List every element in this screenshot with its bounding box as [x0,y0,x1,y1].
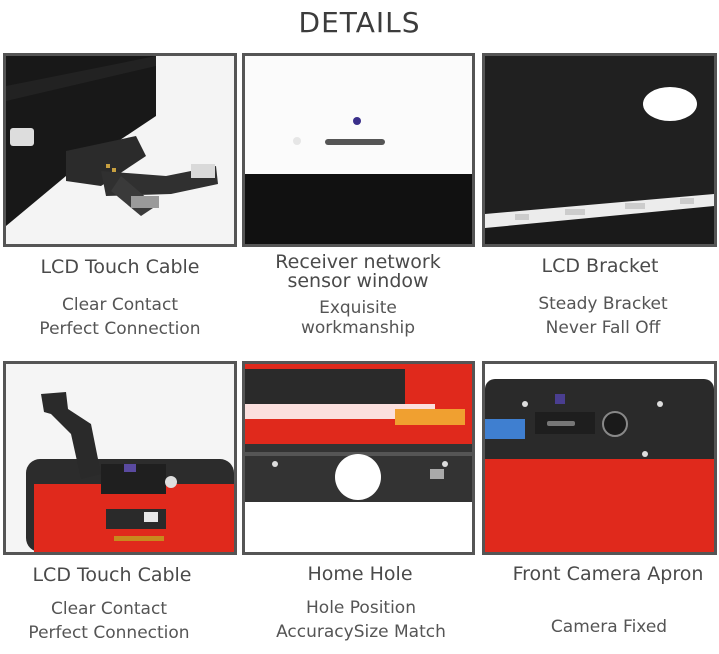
subtext-1: Clear Contact Perfect Connection [39,295,201,339]
photo-receiver-sensor-window [242,53,475,247]
subtext-2: Exquisite workmanship [300,298,416,338]
subtext-3: Steady Bracket Never Fall Off [538,294,668,338]
caption-3: LCD Bracket [541,255,659,277]
caption-5: Home Hole [307,563,413,585]
page-title: DETAILS [298,6,421,39]
caption-2: Receiver network sensor window [275,251,441,292]
caption-1: LCD Touch Cable [40,256,200,278]
photo-lcd-bracket [482,53,717,247]
photo-home-hole [242,361,475,555]
photo-front-camera-apron [482,361,717,555]
subtext-5: Hole Position AccuracySize Match [276,598,446,642]
photo-lcd-touch-cable [3,53,237,247]
caption-6: Front Camera Apron [512,563,704,585]
caption-4: LCD Touch Cable [32,564,192,586]
subtext-4: Clear Contact Perfect Connection [28,599,190,643]
subtext-6: Camera Fixed [550,617,668,637]
photo-lcd-touch-cable-red [3,361,237,555]
